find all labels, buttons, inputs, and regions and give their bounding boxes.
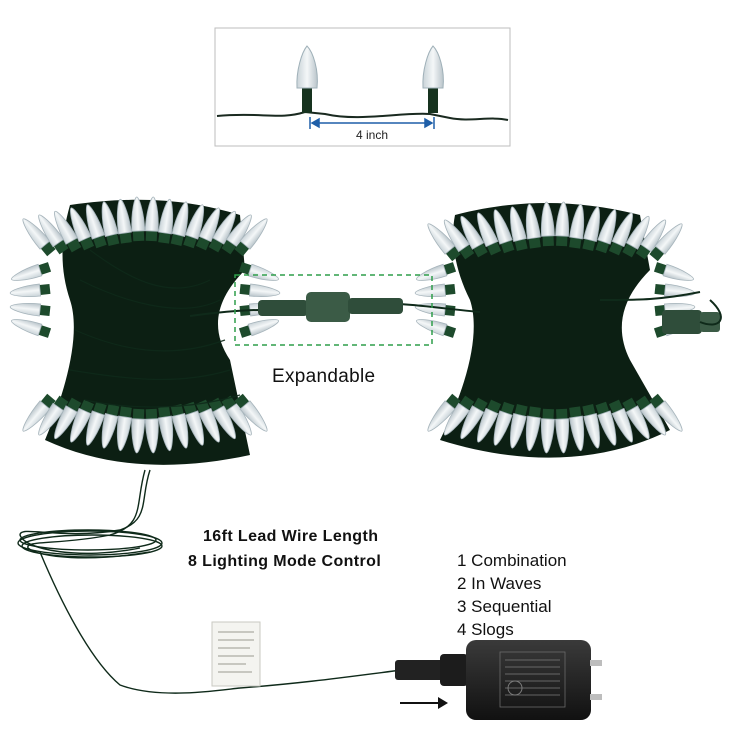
- bulb: [54, 397, 82, 440]
- bulb: [144, 196, 159, 242]
- bulb: [540, 201, 555, 247]
- bulb: [460, 215, 488, 258]
- end-connector: [599, 291, 722, 334]
- bulb: [234, 218, 268, 257]
- bulb: [493, 209, 515, 254]
- bulb: [170, 201, 189, 246]
- bulb: [101, 404, 120, 449]
- bulb: [443, 395, 475, 436]
- bulb: [427, 393, 461, 432]
- bulb: [569, 406, 585, 452]
- bulb: [443, 219, 475, 260]
- bulb: [582, 404, 600, 449]
- bulb: [183, 204, 205, 249]
- bulb: [116, 406, 132, 452]
- bulb: [653, 262, 694, 281]
- bulb: [460, 397, 488, 440]
- arrow-icon: [400, 697, 448, 709]
- bulb: [131, 196, 146, 242]
- bulb: [85, 401, 107, 446]
- bulb: [234, 393, 268, 432]
- bulb: [608, 212, 633, 256]
- spacing-label: 4 inch: [356, 128, 389, 142]
- bulb: [9, 283, 51, 297]
- connector-highlight-box: [234, 274, 433, 346]
- lighting-mode-label: 8 Lighting Mode Control: [188, 553, 382, 570]
- bulb: [510, 404, 528, 449]
- controller-adapter: [395, 640, 602, 720]
- bulb: [101, 201, 120, 246]
- bulb: [608, 399, 633, 443]
- bulb: [70, 207, 95, 251]
- bulb: [11, 262, 52, 281]
- bulb: [555, 408, 570, 454]
- dimension-arrow: [309, 117, 435, 129]
- bulb: [414, 283, 456, 297]
- bulb: [622, 397, 650, 440]
- bulb: [649, 223, 683, 262]
- bulb: [183, 401, 205, 446]
- bulb: [622, 215, 650, 258]
- bulb: [208, 210, 236, 253]
- bulb: [582, 206, 600, 251]
- mode-item: 1 Combination: [457, 551, 567, 570]
- bulb: [85, 204, 107, 249]
- bulb: [635, 219, 667, 260]
- bulb: [540, 408, 555, 454]
- bulb: [569, 203, 585, 249]
- expandable-connector: [189, 274, 481, 346]
- bulb: [238, 319, 279, 338]
- bulb: [635, 395, 667, 436]
- bulb: [170, 404, 189, 449]
- expandable-label: Expandable: [272, 366, 376, 387]
- bulb: [493, 401, 515, 446]
- bulb: [427, 223, 461, 262]
- bulb: [510, 206, 528, 251]
- bulb: [477, 399, 502, 443]
- bulb: [116, 198, 132, 244]
- lead-wire-length-label: 16ft Lead Wire Length: [203, 528, 379, 545]
- bulb: [195, 207, 220, 251]
- bulb: [54, 210, 82, 253]
- bulb: [70, 399, 95, 443]
- bulb: [595, 209, 617, 254]
- bulb: [595, 401, 617, 446]
- light-coil-right: [414, 201, 696, 458]
- bulb: [38, 395, 69, 436]
- inset-bulb-right: [422, 45, 444, 113]
- bulb: [238, 262, 279, 281]
- bulb: [38, 214, 69, 255]
- mode-item: 3 Sequential: [457, 597, 552, 616]
- bulb: [221, 395, 252, 436]
- bulb: [555, 201, 570, 247]
- bulb: [158, 406, 174, 452]
- spacing-inset: [214, 27, 511, 147]
- mode-item: 2 In Waves: [457, 574, 542, 593]
- inset-bulb-left: [296, 45, 318, 113]
- light-coil-left: [9, 196, 281, 465]
- bulb: [477, 212, 502, 256]
- bulb: [649, 393, 683, 432]
- bulb: [131, 408, 146, 454]
- bulb: [158, 198, 174, 244]
- bulb: [9, 303, 51, 317]
- bulb: [525, 406, 541, 452]
- wire-tag: [211, 621, 261, 687]
- bulb: [525, 203, 541, 249]
- bulb: [239, 283, 281, 297]
- bulb: [416, 262, 457, 281]
- bulb: [144, 408, 159, 454]
- bulb: [416, 319, 457, 338]
- mode-item: 4 Slogs: [457, 620, 514, 639]
- mode-list: 1 Combination 2 In Waves 3 Sequential 4 …: [457, 549, 567, 641]
- bulb: [11, 319, 52, 338]
